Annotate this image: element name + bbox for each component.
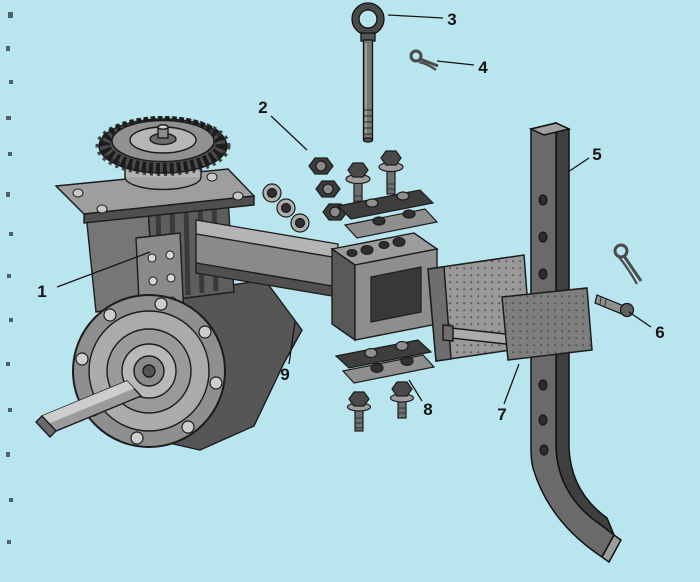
clevis-bracket <box>330 232 439 342</box>
top-plate-holes <box>72 172 244 214</box>
callout-label-6: 6 <box>655 323 664 342</box>
leader-6 <box>628 311 652 328</box>
clevis-left-side <box>331 247 356 342</box>
callout-labels: 1 2 3 4 5 6 7 8 9 <box>37 10 664 424</box>
bevel-gear <box>95 116 231 176</box>
leader-1 <box>56 251 151 288</box>
top-hardware-cluster <box>262 150 439 239</box>
leader-3 <box>387 14 444 19</box>
leader-4 <box>436 60 475 66</box>
hex-bolt-upper-right <box>378 150 404 195</box>
scan-artifact-marks <box>6 12 13 544</box>
hex-nut-stack <box>308 157 348 221</box>
washer-stack <box>262 183 310 233</box>
shank-top-cap <box>528 122 572 136</box>
shank-clamp-front <box>442 287 593 361</box>
callout-label-2: 2 <box>258 98 267 117</box>
leader-8 <box>408 379 423 402</box>
leader-2 <box>270 115 308 151</box>
leader-5 <box>567 157 590 173</box>
callout-label-5: 5 <box>592 145 601 164</box>
clamp-plate-with-bolts <box>334 339 436 432</box>
leader-9 <box>288 321 296 365</box>
clevis-top-holes <box>346 237 406 257</box>
callout-label-1: 1 <box>37 282 46 301</box>
hex-bolt-lower-left <box>346 391 372 432</box>
upper-backing-plates <box>336 189 439 239</box>
output-hex-shaft <box>35 380 143 439</box>
callout-label-7: 7 <box>497 405 506 424</box>
callout-label-9: 9 <box>280 365 289 384</box>
leader-7 <box>503 363 520 405</box>
eye-bolt <box>351 2 385 143</box>
callout-leader-lines <box>56 14 652 405</box>
mounting-bracket-arm <box>195 219 339 298</box>
callout-label-4: 4 <box>478 58 488 77</box>
callout-label-3: 3 <box>447 10 456 29</box>
callout-label-8: 8 <box>423 400 432 419</box>
clamp-pin-head <box>442 324 454 342</box>
shaft-tip-cap <box>35 414 57 439</box>
clevis-pin-head <box>619 302 635 318</box>
hairpin-cotter <box>409 49 439 71</box>
hex-bolt-lower-right <box>389 381 415 419</box>
shank-tip-cap <box>601 533 622 564</box>
clevis-pin-with-cotter <box>594 243 643 318</box>
eye-bolt-shaft <box>362 39 374 141</box>
gearbox-round-cover <box>72 294 226 448</box>
eye-bolt-threads <box>363 109 373 135</box>
shank-front-face <box>530 122 615 559</box>
top-plate-front-edge <box>83 195 255 224</box>
clevis-opening <box>370 266 422 323</box>
clevis-pin <box>594 294 635 318</box>
small-cotter-pin <box>613 243 643 285</box>
